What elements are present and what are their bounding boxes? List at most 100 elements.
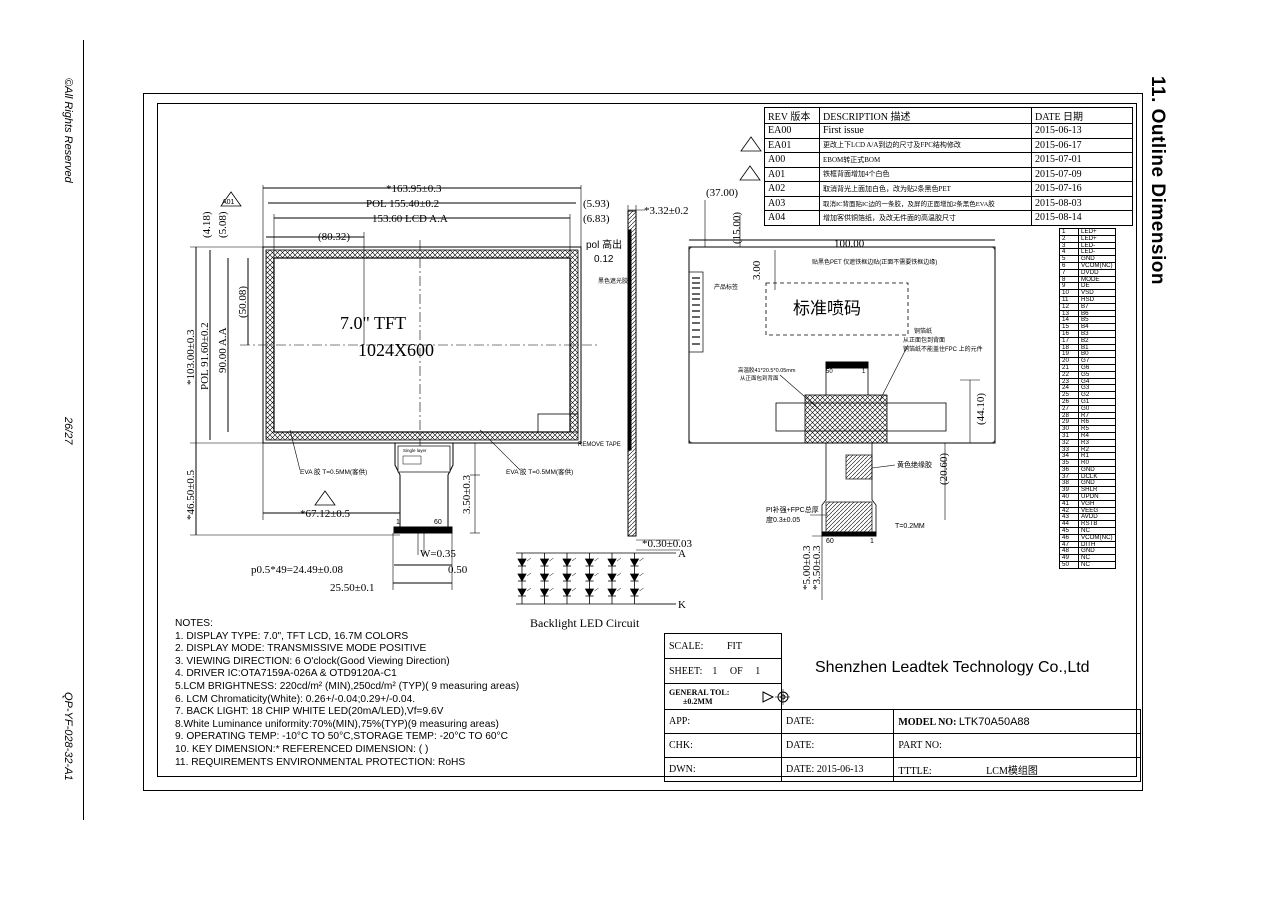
hot-tape-note-2: 从正面包到背面 (740, 374, 779, 382)
led-diode-icon (562, 558, 572, 567)
back-fpc-1: 1 (870, 538, 874, 545)
rev-header: REV 版本 (764, 107, 820, 124)
copper-note-1: 铜箔纸 (914, 327, 932, 335)
dim-3-32: *3.32±0.2 (644, 205, 689, 217)
led-emission-arrow (549, 557, 554, 562)
dim-3-50: 3.50±0.3 (461, 474, 473, 514)
led-diode-icon (607, 558, 617, 567)
barcode (692, 277, 700, 345)
date-label-1: DATE: (780, 709, 895, 734)
yellow-tape-label: 黄色绝缘胶 (897, 460, 932, 469)
dim-37: (37.00) (706, 187, 738, 199)
dim-46-5: *46.50±0.5 (185, 469, 197, 520)
led-diode-icon (584, 588, 595, 597)
drawing-frame (143, 93, 1143, 791)
led-diode-icon (539, 588, 550, 597)
dim-91-6: POL 91.60±0.2 (199, 322, 211, 390)
title-block: SCALE: FIT SHEET: 1 OF 1 GENERAL TOL: ±0… (664, 633, 1141, 782)
date-cell-3: DATE: 2015-06-13 (780, 757, 895, 782)
cathode-label: K (678, 599, 686, 611)
note-item: 10. KEY DIMENSION:* REFERENCED DIMENSION… (175, 743, 429, 755)
led-diode-icon (629, 588, 640, 597)
anode-label: A (678, 548, 686, 560)
note-item: 2. DISPLAY MODE: TRANSMISSIVE MODE POSIT… (175, 643, 427, 655)
note-item: 7. BACK LIGHT: 18 CHIP WHITE LED(20mA/LE… (175, 706, 444, 718)
single-layer-label: Single layer (403, 448, 427, 453)
scale-label: SCALE: (664, 633, 723, 659)
dim-25-5: 25.50±0.1 (330, 582, 375, 594)
back-pin-50: 50 (826, 369, 833, 375)
fpc-label-area (397, 445, 451, 473)
pi-note: PI补强+FPC总厚 (766, 505, 819, 514)
led-emission-arrow (594, 572, 599, 577)
led-emission-arrow (639, 587, 644, 592)
note-item: 6. LCM Chromaticity(White): 0.26+/-0.04;… (175, 693, 416, 705)
eva-left-note: EVA 胶 T=0.5MM(客供) (300, 467, 367, 476)
side-pol (627, 229, 632, 451)
company-name: Shenzhen Leadtek Technology Co.,Ltd (815, 659, 1090, 676)
date-cell: 2015-06-13 (1031, 123, 1133, 139)
date-cell: 2015-07-16 (1031, 181, 1133, 197)
dim-6-83: (6.83) (583, 213, 610, 225)
led-diode-icon (584, 558, 595, 567)
revision-triangle (740, 136, 762, 152)
led-diode-icon (607, 573, 617, 582)
led-diode-icon (629, 558, 640, 567)
dim-80-32: (80.32) (318, 231, 350, 243)
part-label: PART NO: (893, 733, 1141, 758)
pin-signal: NC (1078, 561, 1116, 569)
back-view (688, 136, 996, 600)
dim-50-08: (50.08) (237, 286, 249, 318)
model-cell: MODEL NO: LTK70A50A88 (893, 709, 1141, 734)
dim-5-08: (5.08) (217, 211, 229, 238)
led-emission-arrow (549, 572, 554, 577)
note-item: 3. VIEWING DIRECTION: 6 O'clock(Good Vie… (175, 655, 450, 667)
dim-5-93: (5.93) (583, 198, 610, 210)
dim-44-10: (44.10) (975, 393, 987, 425)
notes-block: NOTES: 1. DISPLAY TYPE: 7.0", TFT LCD, 1… (175, 618, 519, 769)
pi-stiffener (825, 501, 873, 533)
led-emission-arrow (571, 572, 577, 577)
dim-155: POL 155.40±0.2 (366, 198, 439, 210)
led-emission-arrow (571, 587, 577, 592)
dwn-label: DWN: (664, 757, 782, 782)
sheet-cell: SHEET: 1 OF 1 (664, 658, 782, 684)
dim-0-50: 0.50 (448, 564, 468, 576)
led-emission-arrow (616, 572, 622, 577)
copper-note-2: 从正面包到背面 (903, 336, 945, 344)
date-value: 2015-06-13 (816, 764, 864, 775)
revision-triangle (220, 191, 242, 207)
tol-value: ±0.2MM (683, 696, 713, 706)
drawing-inner-frame (157, 103, 1137, 777)
led-diode-icon (562, 588, 572, 597)
tol-label: GENERAL TOL: (669, 687, 730, 697)
title-cell: TTTLE: LCM模组图 (893, 757, 1141, 782)
yellow-tape (845, 454, 873, 480)
note-item: 5.LCM BRIGHTNESS: 220cd/m² (MIN),250cd/m… (175, 680, 520, 692)
desc-cell: First issue (819, 123, 1032, 139)
led-emission-arrow (594, 587, 599, 592)
notes-title: NOTES: (175, 618, 213, 629)
led-emission-arrow (549, 587, 554, 592)
panel-size-label: 7.0" TFT (340, 313, 406, 333)
revision-triangle (739, 165, 761, 181)
led-diode-icon (517, 558, 527, 567)
rev-cell: A03 (764, 195, 820, 211)
eva-right-note: EVA 胶 T=0.5MM(客供) (506, 467, 573, 476)
dim-20-60: (20.60) (938, 453, 950, 485)
note-item: 4. DRIVER IC:OTA7159A-026A & OTD9120A-C1 (175, 668, 397, 680)
dim-5-00: *5.00±0.3 (801, 545, 813, 590)
date-label-3: DATE: (786, 764, 815, 775)
of-value: 1 (755, 665, 761, 677)
backlight-circuit-title: Backlight LED Circuit (530, 616, 640, 630)
pol-height-label: pol 高出 (586, 238, 622, 251)
sheet-label: SHEET: (669, 665, 703, 677)
margin-rule (83, 40, 84, 820)
led-emission-arrow (639, 572, 644, 577)
